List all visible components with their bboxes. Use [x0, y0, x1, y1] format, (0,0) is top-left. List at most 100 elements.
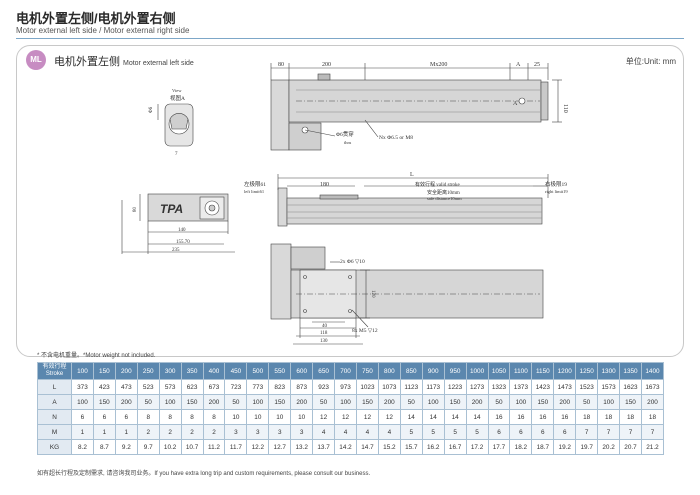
- table-cell: 16: [487, 409, 511, 425]
- table-cell: 14.7: [355, 439, 379, 455]
- table-cell: 17.2: [465, 439, 489, 455]
- table-cell: 200: [202, 394, 226, 410]
- stroke-header-cell: 700: [334, 362, 357, 380]
- table-cell: 2: [202, 424, 226, 440]
- table-cell: 16: [509, 409, 533, 425]
- table-cell: 6: [114, 409, 138, 425]
- table-cell: 150: [180, 394, 204, 410]
- table-cell: 8: [136, 409, 160, 425]
- dim-155-70: 155.70: [176, 240, 190, 245]
- table-cell: 3: [224, 424, 248, 440]
- table-cell: 2: [158, 424, 182, 440]
- top-actuator-end: [540, 81, 549, 121]
- dim-40: 40: [322, 324, 328, 329]
- table-cell: 3: [268, 424, 292, 440]
- tpa-logo: TPA: [160, 202, 183, 216]
- view-label: 视图A: [170, 94, 185, 102]
- table-cell: 1323: [487, 379, 511, 395]
- table-cell: 19.7: [575, 439, 599, 455]
- stroke-header-cell: 600: [290, 362, 314, 380]
- dim-l: L: [410, 172, 414, 178]
- table-cell: 20.7: [619, 439, 642, 455]
- table-cell: 7: [640, 424, 665, 440]
- table-cell: 773: [246, 379, 270, 395]
- table-cell: 1: [114, 424, 138, 440]
- table-cell: 3: [246, 424, 270, 440]
- stroke-header-cell: 500: [246, 362, 270, 380]
- table-cell: 1523: [575, 379, 599, 395]
- table-cell: 4: [355, 424, 379, 440]
- table-cell: 10: [224, 409, 248, 425]
- stroke-header-cell: 1250: [575, 362, 599, 380]
- table-cell: 5: [399, 424, 423, 440]
- table-cell: 12.7: [268, 439, 292, 455]
- table-cell: 1023: [355, 379, 379, 395]
- dim-110: 110: [562, 104, 568, 113]
- dim-118: 118: [320, 331, 328, 336]
- table-cell: 16: [531, 409, 555, 425]
- stroke-header-cell: 300: [158, 362, 182, 380]
- stroke-header-cell: 100: [71, 362, 94, 380]
- stroke-header-cell: 850: [399, 362, 423, 380]
- side-motor-plate: [277, 187, 288, 227]
- model-badge: ML: [26, 50, 46, 70]
- stroke-header-cell: 1300: [597, 362, 621, 380]
- table-cell: 150: [268, 394, 292, 410]
- stroke-header-cell: 1150: [531, 362, 555, 380]
- page-title: 电机外置左侧/电机外置右侧: [16, 11, 176, 26]
- table-cell: 2: [136, 424, 160, 440]
- side-actuator-body: [286, 197, 543, 225]
- table-cell: 1073: [377, 379, 401, 395]
- table-cell: 14: [421, 409, 445, 425]
- row-label: A: [37, 394, 72, 410]
- table-cell: 100: [334, 394, 357, 410]
- table-cell: 923: [312, 379, 336, 395]
- table-cell: 573: [158, 379, 182, 395]
- table-cell: 19.2: [553, 439, 577, 455]
- table-cell: 8.2: [71, 439, 94, 455]
- table-cell: 623: [180, 379, 204, 395]
- right-limit-en: right limit19: [545, 189, 568, 194]
- unit-label: 单位:Unit: mm: [625, 57, 676, 66]
- stroke-header-cell: 550: [268, 362, 292, 380]
- table-cell: 50: [224, 394, 248, 410]
- table-cell: 14: [465, 409, 489, 425]
- table-cell: 10.2: [158, 439, 182, 455]
- table-cell: 8: [158, 409, 182, 425]
- stroke-header-cell: 1100: [509, 362, 533, 380]
- table-cell: 8.7: [92, 439, 116, 455]
- row-label: L: [37, 379, 72, 395]
- left-limit-en: left limit61: [244, 189, 264, 194]
- table-cell: 6: [71, 409, 94, 425]
- table-cell: 6: [531, 424, 555, 440]
- table-cell: 200: [377, 394, 401, 410]
- table-cell: 4: [377, 424, 401, 440]
- table-cell: 1423: [531, 379, 555, 395]
- dim-130: 130: [320, 339, 328, 344]
- right-limit-cn: 右极限19: [545, 180, 567, 188]
- header-rule: [16, 38, 684, 39]
- table-cell: 823: [268, 379, 292, 395]
- table-cell: 16.7: [443, 439, 467, 455]
- table-cell: 3: [290, 424, 314, 440]
- table-cell: 873: [290, 379, 314, 395]
- thru-hole-en: thru: [344, 140, 352, 145]
- technical-drawing: 80 200 Mx200 A 25 110 View 视图A Φ6 7 Φ6贯穿…: [121, 62, 568, 345]
- table-cell: 1623: [619, 379, 642, 395]
- stroke-header-cell: 1350: [619, 362, 642, 380]
- table-cell: 1473: [553, 379, 577, 395]
- table-cell: 18.7: [531, 439, 555, 455]
- table-cell: 1573: [597, 379, 621, 395]
- dim-235: 235: [172, 248, 180, 253]
- table-cell: 12: [312, 409, 336, 425]
- table-cell: 10.7: [180, 439, 204, 455]
- table-cell: 14: [443, 409, 467, 425]
- table-cell: 8: [202, 409, 226, 425]
- table-cell: 150: [531, 394, 555, 410]
- table-cell: 11.7: [224, 439, 248, 455]
